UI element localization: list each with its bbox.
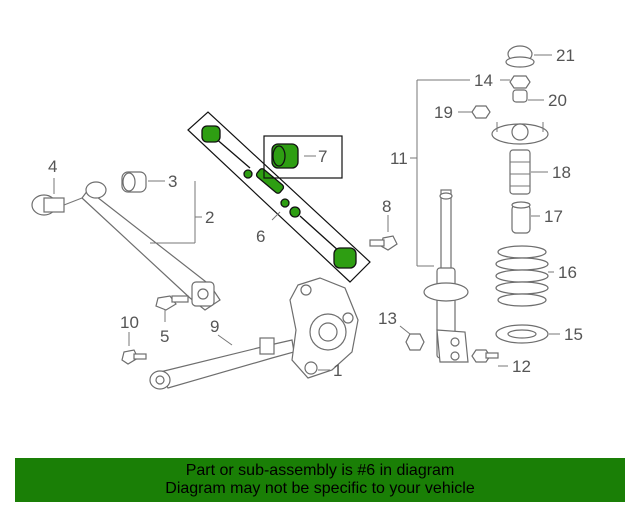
notice-line-1: Part or sub-assembly is #6 in diagram — [185, 462, 455, 479]
coil-spring-16 — [495, 245, 549, 307]
leader-lines — [53, 54, 560, 371]
callout-19: 19 — [434, 103, 453, 122]
bolt-5 — [155, 295, 189, 311]
callout-7: 7 — [318, 147, 327, 166]
cap-21 — [505, 45, 535, 68]
callout-10: 10 — [120, 313, 139, 332]
bushing-3 — [121, 171, 147, 193]
callout-21: 21 — [556, 46, 575, 65]
callout-13: 13 — [378, 309, 397, 328]
callout-18: 18 — [552, 163, 571, 182]
callout-15: 15 — [564, 325, 583, 344]
trailing-arm-9 — [149, 337, 295, 390]
notice-line-2: Diagram may not be specific to your vehi… — [165, 480, 475, 497]
bushing-20 — [512, 89, 528, 103]
callout-17: 17 — [544, 207, 563, 226]
callout-6: 6 — [256, 227, 265, 246]
callout-16: 16 — [558, 263, 577, 282]
callout-11: 11 — [390, 149, 408, 168]
strut-11 — [423, 189, 469, 363]
parts-diagram: 1 2 3 4 5 6 7 8 9 10 11 12 13 14 15 16 1… — [31, 45, 583, 390]
knuckle-1 — [289, 277, 359, 379]
callout-5: 5 — [160, 327, 169, 346]
callout-14: 14 — [474, 71, 493, 90]
spring-seat-15 — [495, 324, 549, 344]
callout-labels: 1 2 3 4 5 6 7 8 9 10 11 12 13 14 15 16 1… — [48, 46, 583, 380]
nut-14 — [509, 75, 531, 89]
callout-20: 20 — [548, 91, 567, 110]
bushing-7 — [263, 135, 343, 179]
boot-18 — [491, 122, 549, 195]
callout-9: 9 — [210, 317, 219, 336]
notice-banner: Part or sub-assembly is #6 in diagram Di… — [15, 458, 625, 502]
nut-19 — [471, 105, 491, 119]
bolt-12 — [471, 349, 499, 363]
control-arm-2 — [81, 181, 221, 311]
callout-3: 3 — [168, 172, 177, 191]
bolt-10 — [121, 349, 147, 365]
callout-2: 2 — [205, 208, 214, 227]
callout-4: 4 — [48, 157, 57, 176]
nut-13 — [405, 333, 425, 351]
bushing-4 — [31, 194, 83, 216]
bolt-8 — [369, 235, 398, 251]
callout-8: 8 — [382, 197, 391, 216]
callout-12: 12 — [512, 357, 531, 376]
callout-1: 1 — [333, 361, 342, 380]
rod-assembly-6 — [187, 111, 371, 283]
bumper-17 — [511, 201, 531, 234]
